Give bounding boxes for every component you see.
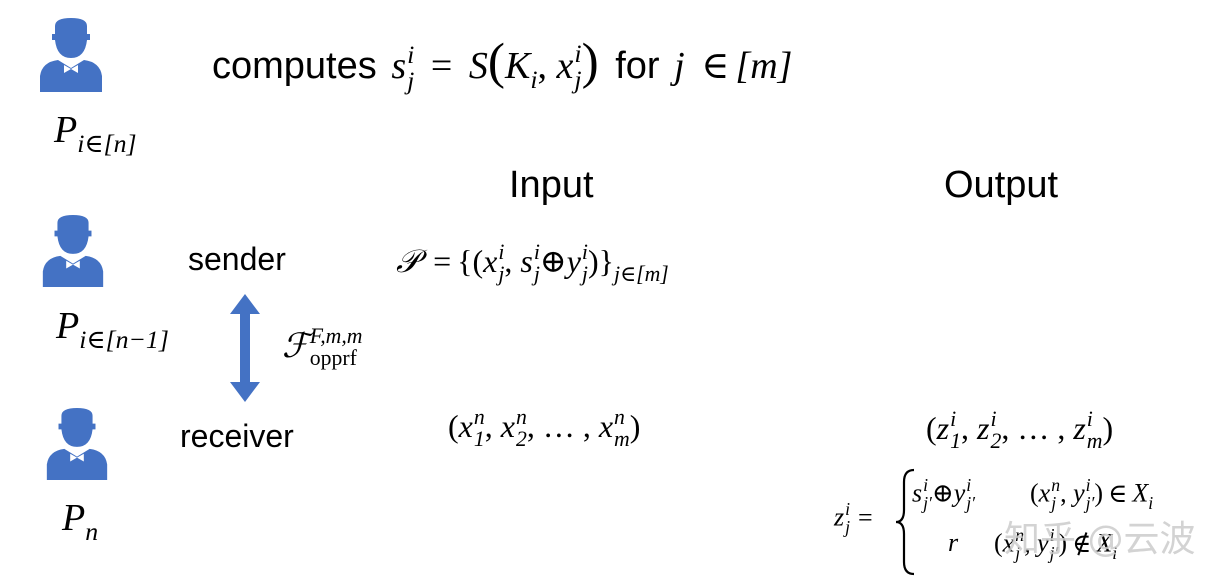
- header-input: Input: [509, 164, 594, 206]
- header-output: Output: [944, 164, 1059, 206]
- person-icon: [46, 408, 108, 480]
- party-label-top: Pi∈[n]: [54, 109, 137, 159]
- piecewise-brace: [895, 468, 915, 576]
- party-label-middle: Pi∈[n−1]: [56, 305, 169, 355]
- person-icon: [42, 215, 104, 287]
- piecewise-case2-value: r: [948, 528, 959, 557]
- party-label-bottom: Pn: [62, 497, 99, 547]
- watermark: 知乎 @云波: [1004, 519, 1196, 560]
- role-receiver: receiver: [180, 418, 294, 454]
- double-arrow: [230, 294, 260, 402]
- role-sender: sender: [188, 241, 286, 277]
- person-icon: [40, 18, 102, 92]
- person-icon-shape: [40, 18, 102, 92]
